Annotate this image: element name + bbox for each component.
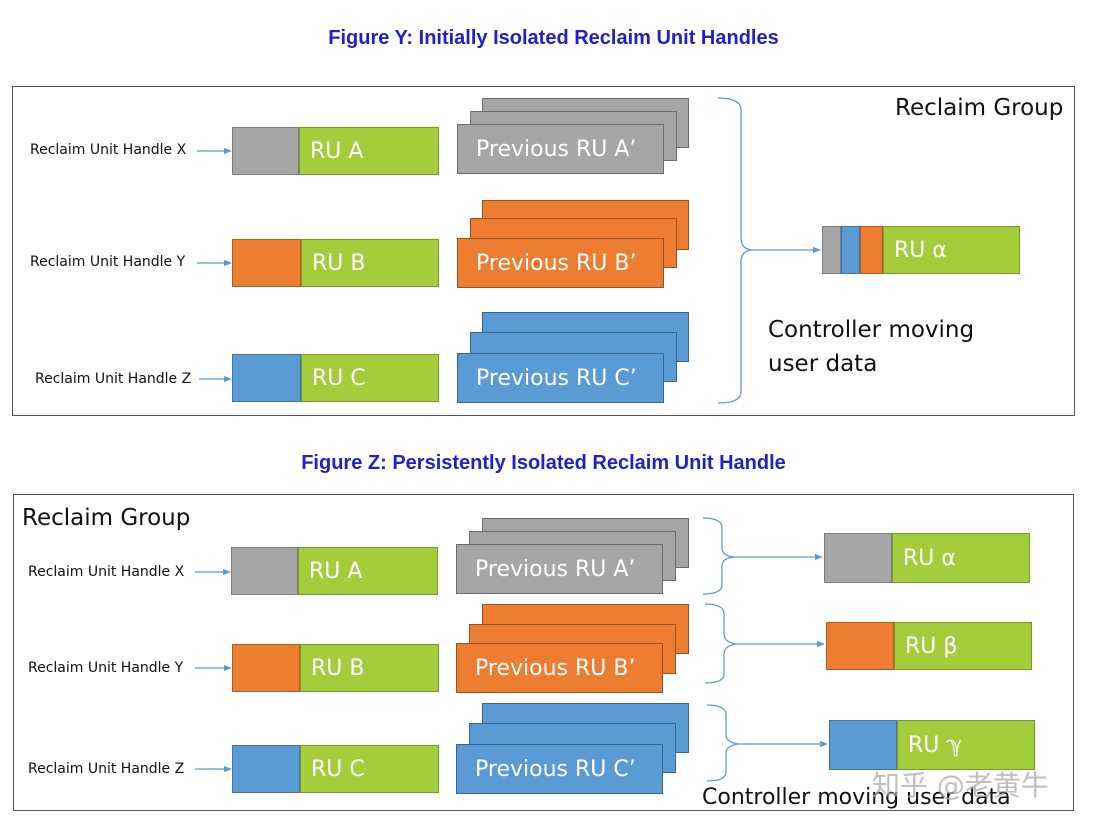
figure-z-prev-a: Previous RU A’ — [456, 544, 663, 594]
figure-z-prev-c: Previous RU C’ — [456, 744, 663, 794]
figure-z-brace-1 — [702, 517, 735, 595]
figure-y-group-label: Reclaim Group — [895, 95, 1064, 121]
figure-y-frame — [12, 86, 1075, 416]
figure-z-ru-a-label: RU A — [298, 547, 438, 595]
figure-z-target-gamma: RU ℽ — [829, 720, 1035, 770]
figure-z-target-beta-segment — [826, 622, 894, 670]
figure-z-brace-3 — [706, 704, 739, 782]
figure-y-ru-a: RU A — [232, 127, 439, 175]
figure-z-target-gamma-label: RU ℽ — [897, 720, 1035, 770]
figure-y-controller-line2: user data — [768, 351, 878, 377]
figure-y-target-blue-segment — [841, 226, 860, 274]
figure-z-ru-c: RU C — [232, 745, 439, 793]
figure-y-target-orange-segment — [860, 226, 883, 274]
figure-y-target-gray-segment — [822, 226, 841, 274]
figure-z-title: Figure Z: Persistently Isolated Reclaim … — [301, 452, 786, 474]
figure-y-ru-c: RU C — [232, 354, 439, 402]
watermark: 知乎 @老黄牛 — [872, 769, 1049, 802]
figure-z-frame — [13, 494, 1074, 811]
figure-y-title: Figure Y: Initially Isolated Reclaim Uni… — [328, 27, 779, 49]
figure-y-target-ru: RU α — [822, 226, 1020, 274]
figure-y-handle-x-label: Reclaim Unit Handle X — [30, 142, 187, 158]
figure-y-brace — [717, 97, 753, 404]
figure-z-ru-c-segment — [232, 745, 300, 793]
figure-y-prev-b: Previous RU B’ — [457, 238, 664, 288]
figure-y-handle-y-label: Reclaim Unit Handle Y — [30, 254, 186, 270]
figure-z-target-alpha-segment — [824, 533, 892, 583]
figure-z-target-beta-label: RU β — [894, 622, 1032, 670]
figure-y-ru-b-label: RU B — [301, 239, 439, 287]
figure-z-target-alpha: RU α — [824, 533, 1030, 583]
figure-z-target-alpha-label: RU α — [892, 533, 1030, 583]
figure-y-controller-line1: Controller moving — [768, 317, 975, 343]
figure-y-ru-c-segment — [232, 354, 301, 402]
figure-y-prev-a: Previous RU A’ — [457, 124, 664, 174]
figure-y-ru-c-label: RU C — [301, 354, 439, 402]
figure-z-handle-z-label: Reclaim Unit Handle Z — [28, 761, 185, 777]
figure-z-brace-2 — [704, 603, 737, 684]
figure-y-prev-c: Previous RU C’ — [457, 353, 664, 403]
figure-z-ru-a-segment — [231, 547, 298, 595]
figure-z-target-gamma-segment — [829, 720, 897, 770]
figure-y-handle-z-label: Reclaim Unit Handle Z — [35, 371, 192, 387]
figure-y-ru-b-segment — [232, 239, 301, 287]
figure-z-handle-x-label: Reclaim Unit Handle X — [28, 564, 185, 580]
figure-y-ru-a-label: RU A — [299, 127, 439, 175]
figure-y-ru-b: RU B — [232, 239, 439, 287]
figure-z-controller-text: Controller moving user data — [702, 785, 1011, 810]
figure-z-group-label: Reclaim Group — [22, 505, 191, 531]
figure-z-prev-b: Previous RU B’ — [456, 643, 663, 693]
figure-z-target-beta: RU β — [826, 622, 1032, 670]
figure-z-ru-c-label: RU C — [300, 745, 439, 793]
figure-z-handle-y-label: Reclaim Unit Handle Y — [28, 660, 184, 676]
figure-y-target-label: RU α — [883, 226, 1020, 274]
figure-z-ru-b: RU B — [232, 644, 439, 692]
figure-y-ru-a-segment — [232, 127, 299, 175]
figure-z-ru-a: RU A — [231, 547, 438, 595]
figure-z-ru-b-label: RU B — [300, 644, 439, 692]
figure-z-ru-b-segment — [232, 644, 300, 692]
